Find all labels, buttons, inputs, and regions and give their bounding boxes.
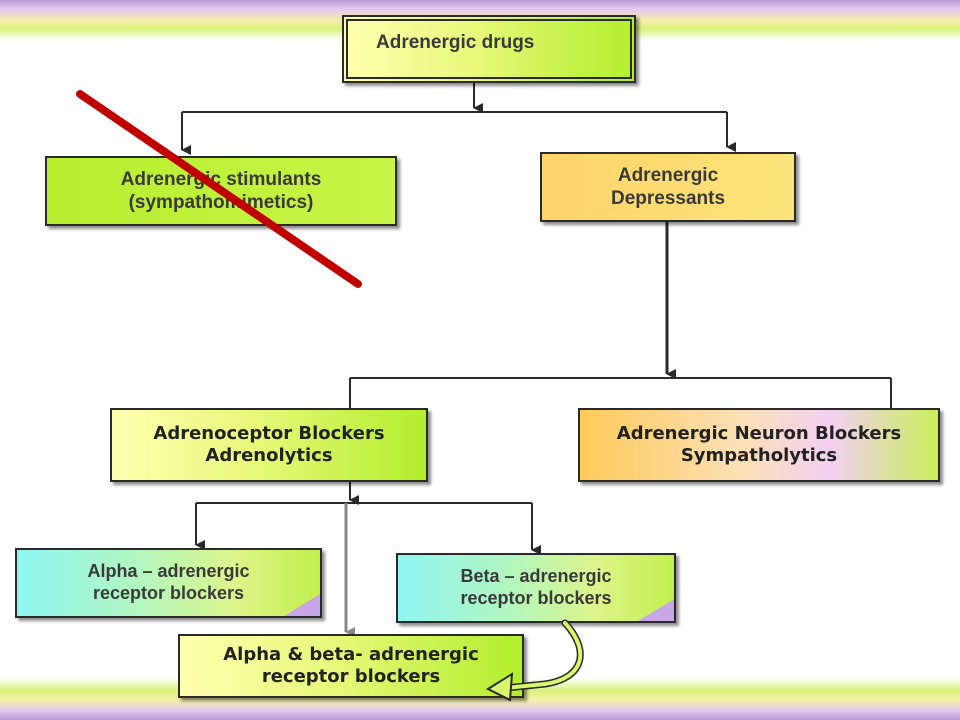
node-adrenergic-depressants: Adrenergic Depressants [540, 152, 796, 222]
node-depressants-line2: Depressants [610, 188, 726, 209]
node-neuron-line1: Adrenergic Neuron Blockers [616, 423, 902, 445]
node-stimulants-line2: (sympathomimetics) [128, 192, 314, 213]
node-alpha-line2: receptor blockers [92, 583, 245, 603]
node-stimulants-line1: Adrenergic stimulants [120, 168, 322, 190]
node-depressants-line1: Adrenergic [617, 164, 719, 186]
crossout-line [76, 90, 362, 288]
node-beta-line2: receptor blockers [460, 588, 612, 608]
node-adrenoceptor-line2: Adrenolytics [205, 445, 333, 466]
node-adrenoceptor-blockers: Adrenoceptor Blockers Adrenolytics [110, 408, 428, 482]
node-alpha-line1: Alpha – adrenergic [87, 561, 250, 582]
node-adrenoceptor-line1: Adrenoceptor Blockers [153, 423, 385, 445]
node-alpha-beta-line2: receptor blockers [261, 666, 441, 687]
node-neuron-line2: Sympatholytics [680, 445, 838, 466]
node-alpha-beta-blockers: Alpha & beta- adrenergic receptor blocke… [178, 634, 524, 698]
node-neuron-blockers: Adrenergic Neuron Blockers Sympatholytic… [578, 408, 940, 482]
node-adrenergic-drugs: Adrenergic drugs [342, 15, 636, 83]
node-adrenergic-drugs-label: Adrenergic drugs [376, 32, 535, 53]
node-beta-line1: Beta – adrenergic [460, 566, 612, 587]
node-alpha-blockers: Alpha – adrenergic receptor blockers [15, 548, 322, 618]
node-alpha-beta-line1: Alpha & beta- adrenergic [223, 644, 479, 666]
node-beta-blockers: Beta – adrenergic receptor blockers [396, 553, 676, 623]
curved-arrow-beta-to-alpha-beta [485, 619, 584, 702]
